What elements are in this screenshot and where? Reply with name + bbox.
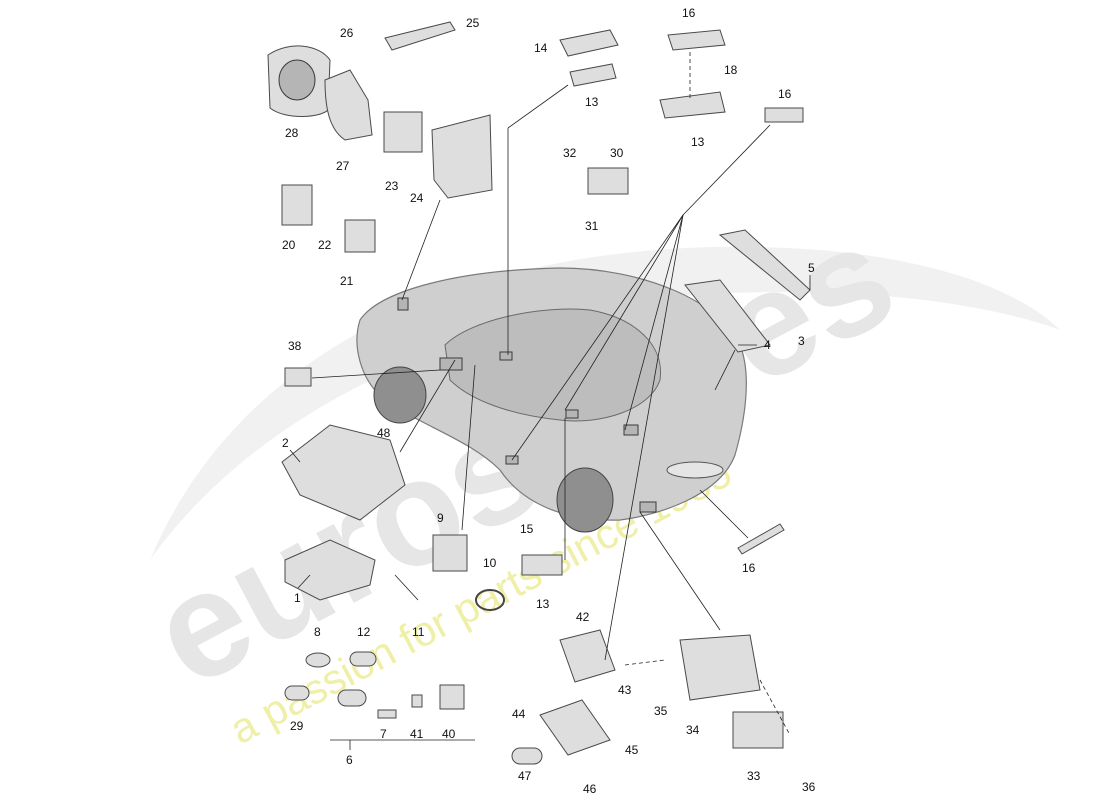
leader-lines [289, 52, 811, 750]
callout-43: 43 [618, 683, 632, 697]
callout-16-top: 16 [682, 6, 696, 20]
part-21-module [344, 219, 376, 253]
part-28-opening [278, 59, 316, 101]
part-29-key [284, 685, 310, 701]
part-33-unit [732, 711, 784, 749]
callout-42: 42 [576, 610, 590, 624]
part-34-bracket [679, 634, 761, 701]
part-44-tray [539, 699, 611, 756]
callout-40: 40 [442, 727, 456, 741]
callout-25: 25 [466, 16, 480, 30]
callout-23: 23 [385, 179, 399, 193]
parts [267, 21, 811, 765]
callout-6: 6 [346, 753, 353, 767]
callout-22: 22 [318, 238, 332, 252]
part-24-bracket [431, 114, 493, 199]
callout-34: 34 [686, 723, 700, 737]
part-12-key [349, 651, 377, 667]
callout-26: 26 [340, 26, 354, 40]
rear-light [666, 461, 724, 479]
part-1-unit [284, 539, 376, 601]
part-23-switch [383, 111, 423, 153]
callout-8: 8 [314, 625, 321, 639]
part-10-ring [475, 589, 505, 611]
callout-28: 28 [285, 126, 299, 140]
part-9-unit [432, 534, 468, 572]
callout-20: 20 [282, 238, 296, 252]
callout-48: 48 [377, 426, 391, 440]
car-marker-c [499, 351, 513, 361]
part-13-lower [521, 554, 563, 576]
callout-21: 21 [340, 274, 354, 288]
callout-18: 18 [724, 63, 738, 77]
part-20-unit [281, 184, 313, 226]
part-25-bracket [384, 21, 456, 51]
callout-16-right: 16 [778, 87, 792, 101]
callout-7: 7 [380, 727, 387, 741]
car-marker-g [639, 501, 657, 513]
callout-12: 12 [357, 625, 371, 639]
callout-33: 33 [747, 769, 761, 783]
part-16-bottom [737, 523, 785, 555]
part-30-unit [587, 167, 629, 195]
part-8-item [305, 652, 331, 668]
part-13-mid [659, 91, 726, 119]
car-body [356, 267, 747, 533]
callout-27: 27 [336, 159, 350, 173]
rear-wheel [556, 467, 614, 533]
part-4-unit [684, 279, 771, 353]
callout-13-right: 13 [691, 135, 705, 149]
callout-4: 4 [764, 338, 771, 352]
part-7-item [377, 709, 397, 719]
car-marker-a [397, 297, 409, 311]
callout-3: 3 [798, 334, 805, 348]
part-14-bracket [559, 29, 619, 57]
callout-2: 2 [282, 436, 289, 450]
part-41-item [411, 694, 423, 708]
front-wheel [373, 366, 427, 424]
callout-30: 30 [610, 146, 624, 160]
callout-24: 24 [410, 191, 424, 205]
part-47-key [511, 747, 543, 765]
callout-15: 15 [520, 522, 534, 536]
callout-31: 31 [585, 219, 599, 233]
part-16-right [764, 107, 804, 123]
callout-13-lower: 13 [536, 597, 550, 611]
callout-10: 10 [483, 556, 497, 570]
part-13-upper [569, 63, 617, 87]
callout-38: 38 [288, 339, 302, 353]
callout-13-upper: 13 [585, 95, 599, 109]
part-38-sensor [284, 367, 312, 387]
callout-11: 11 [412, 625, 425, 639]
part-6-key [337, 689, 367, 707]
part-42-module [559, 629, 616, 683]
callout-35: 35 [654, 704, 668, 718]
part-2-carrier [281, 424, 406, 521]
callout-44: 44 [512, 707, 526, 721]
callout-16-bottom: 16 [742, 561, 756, 575]
car-marker-d [565, 409, 579, 419]
callout-36: 36 [802, 780, 816, 794]
callout-47: 47 [518, 769, 532, 783]
part-16-top [667, 29, 726, 51]
callout-46: 46 [583, 782, 597, 796]
callout-32: 32 [563, 146, 577, 160]
callout-45: 45 [625, 743, 639, 757]
car-marker-e [623, 424, 639, 436]
callout-29: 29 [290, 719, 304, 733]
car-marker-b [439, 357, 463, 371]
callout-41: 41 [410, 727, 424, 741]
callout-5: 5 [808, 261, 815, 275]
callout-labels: 1 2 3 4 5 6 7 8 9 10 11 12 13 13 13 14 1… [282, 6, 816, 796]
callout-14: 14 [534, 41, 548, 55]
callout-1: 1 [294, 591, 301, 605]
car-cabin [444, 308, 662, 422]
part-27-shroud [324, 69, 373, 141]
part-40-item [439, 684, 465, 710]
callout-9: 9 [437, 511, 444, 525]
